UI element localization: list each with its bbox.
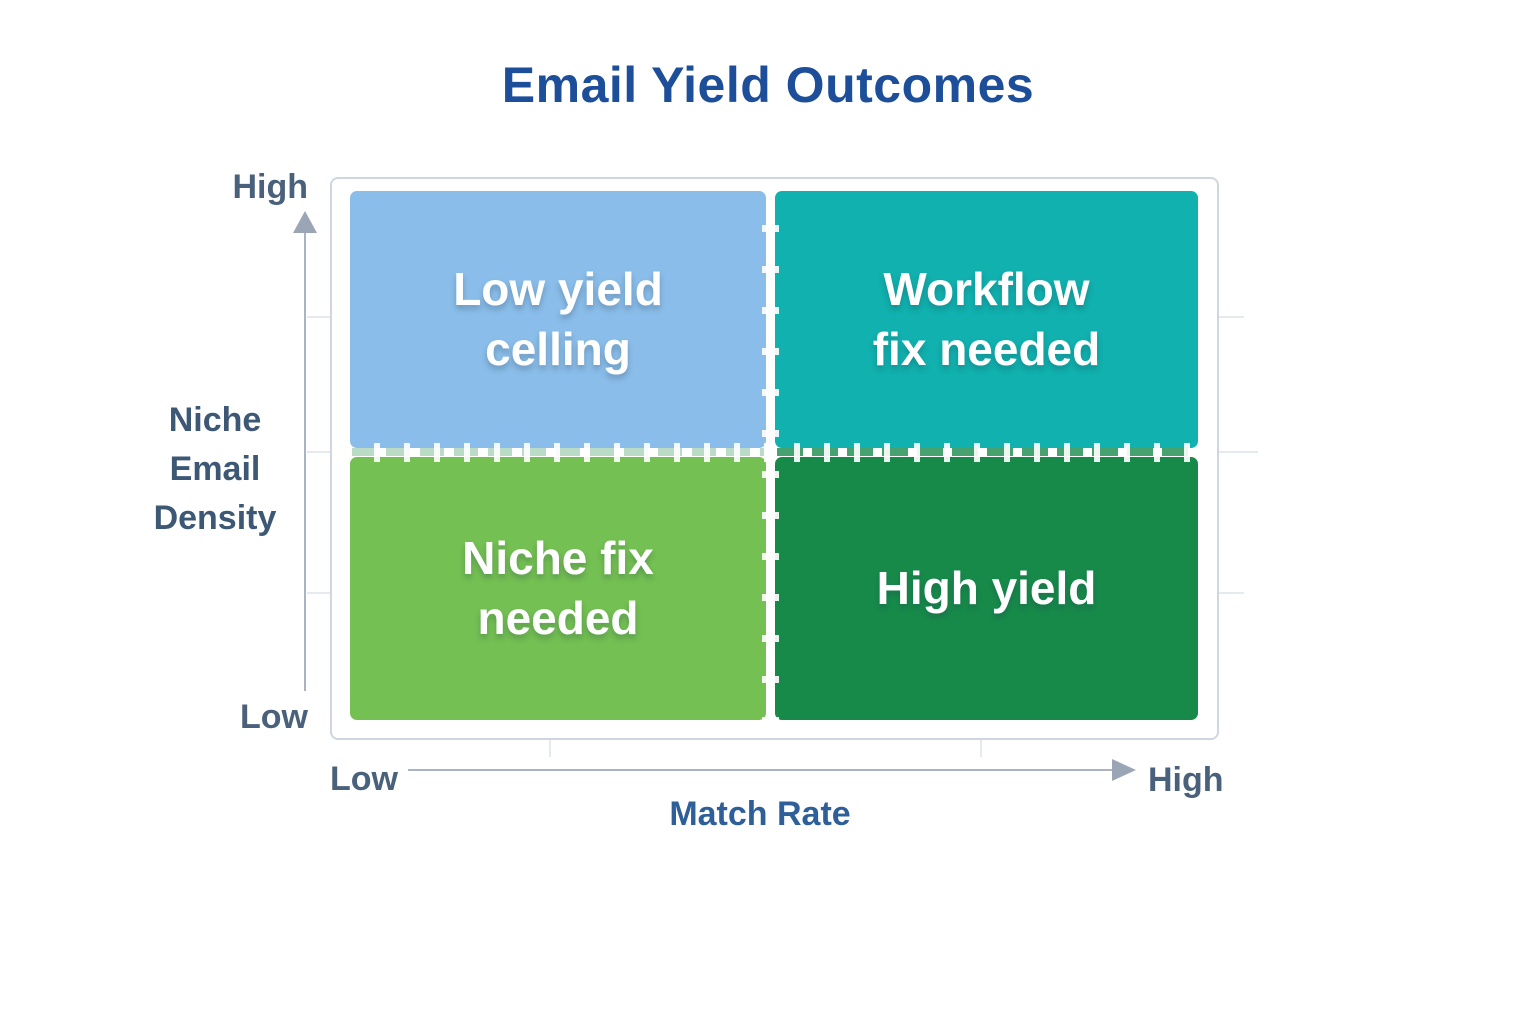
divider-vertical-ticks — [762, 191, 779, 720]
quadrant-bottom-right: High yield — [775, 457, 1198, 720]
y-axis-line — [304, 230, 306, 691]
quadrant-top-right: Workflow fix needed — [775, 191, 1198, 448]
x-axis-line — [408, 769, 1113, 771]
quadrant-bottom-right-label: High yield — [876, 561, 1097, 614]
quadrant-grid: Low yield celling Workflow fix needed Ni… — [350, 191, 1198, 720]
page-title: Email Yield Outcomes — [501, 57, 1035, 113]
x-axis-arrowhead-icon — [1112, 759, 1136, 781]
x-axis-max-label: High — [1148, 761, 1224, 799]
quadrant-bottom-left-label: Niche fix needed — [462, 531, 654, 644]
quadrant-top-right-label: Workflow fix needed — [872, 262, 1101, 375]
y-axis-max-label: High — [232, 168, 308, 206]
quadrant-bottom-left: Niche fix needed — [350, 457, 766, 720]
quadrant-top-left-label: Low yield celling — [453, 262, 663, 375]
x-axis-min-label: Low — [330, 760, 398, 798]
y-axis-min-label: Low — [240, 698, 308, 736]
quadrant-top-left: Low yield celling — [350, 191, 766, 448]
x-axis-title: Match Rate — [669, 795, 851, 833]
y-axis-title: Niche Email Density — [153, 401, 277, 537]
y-axis-arrowhead-icon — [293, 211, 317, 233]
